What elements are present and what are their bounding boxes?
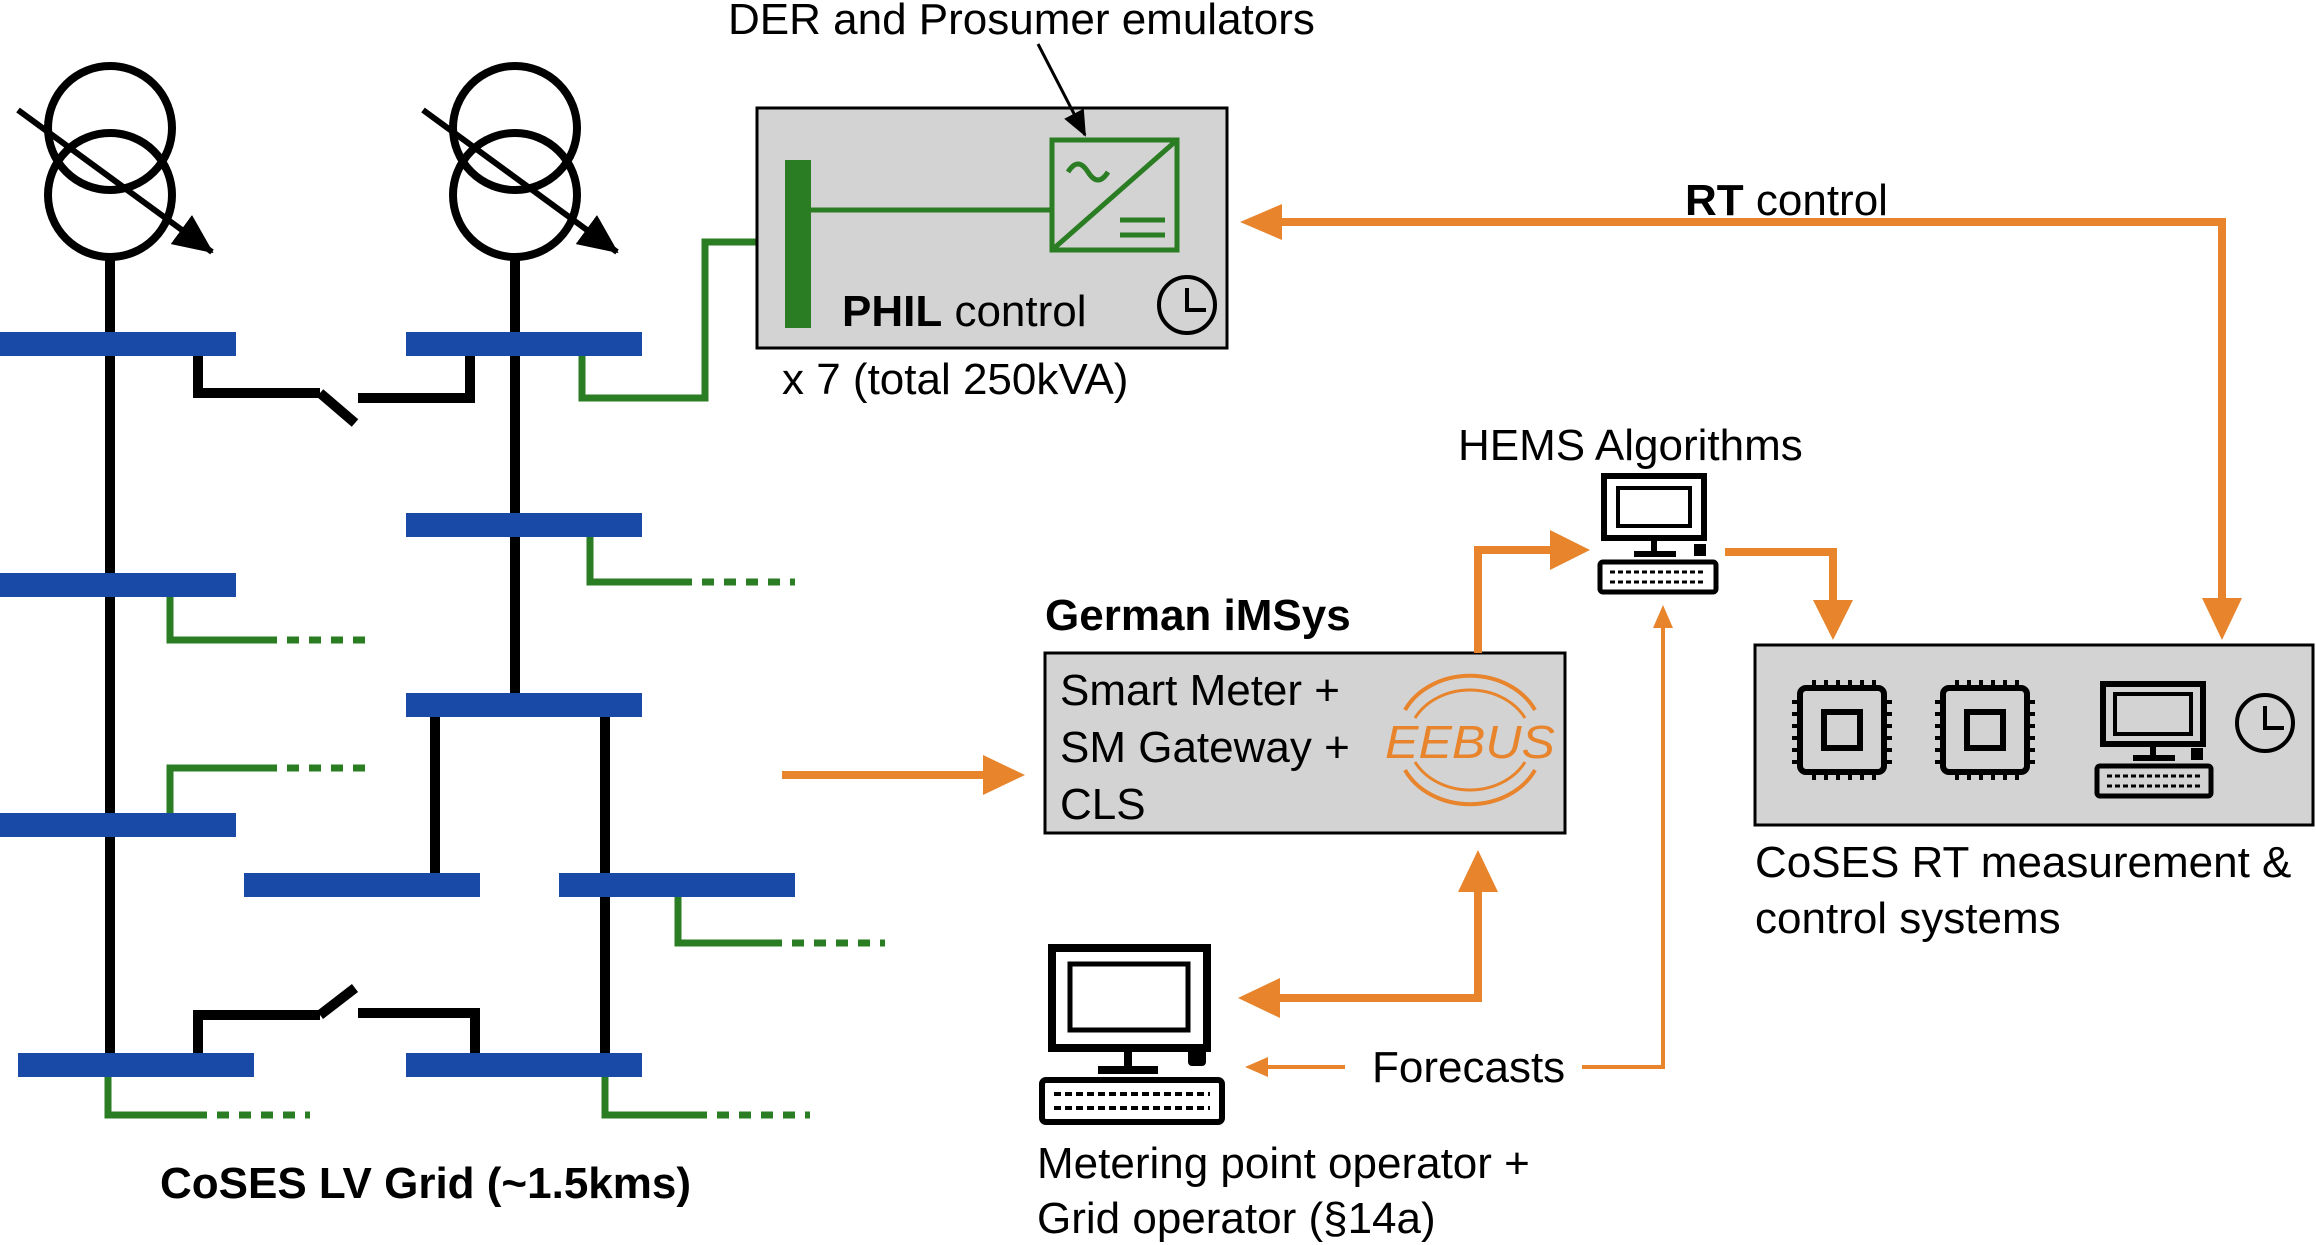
- coses-rt-line1: CoSES RT measurement &: [1755, 838, 2291, 887]
- switch-icon: [193, 984, 480, 1063]
- forecasts-label: Forecasts: [1372, 1043, 1565, 1092]
- rt-control-arrow: [1270, 218, 2226, 632]
- lv-grid: CoSES LV Grid (~1.5kms): [0, 62, 885, 1208]
- phil-bold: PHIL: [842, 287, 942, 336]
- eebus-text: EEBUS: [1385, 716, 1555, 768]
- mpo-line2: Grid operator (§14a): [1037, 1194, 1436, 1243]
- coses-rt-box: [1753, 643, 2315, 827]
- rt-control-label: RT control: [1685, 176, 1888, 225]
- transformer-icon: [16, 62, 214, 261]
- imsys-line2: SM Gateway +: [1060, 723, 1350, 772]
- coses-rt-line2: control systems: [1755, 894, 2061, 943]
- grid-title: CoSES LV Grid (~1.5kms): [160, 1159, 691, 1208]
- phil-control-label: PHIL control: [842, 287, 1087, 336]
- chip-icon: [1792, 680, 1892, 780]
- computer-icon: [1039, 944, 1225, 1125]
- inverter-icon: [1049, 137, 1180, 253]
- forecasts-to-hems-arrow: [1582, 625, 1665, 1069]
- imsys-line3: CLS: [1060, 780, 1146, 829]
- rt-bold: RT: [1685, 176, 1744, 225]
- mpo-imsys-arrow: [1275, 890, 1482, 1002]
- hems-label: HEMS Algorithms: [1458, 421, 1803, 470]
- chip-icon: [1935, 680, 2035, 780]
- hems-to-rt-arrow: [1725, 548, 1837, 608]
- der-pointer: [1036, 43, 1087, 137]
- mpo-line1: Metering point operator +: [1037, 1139, 1530, 1188]
- imsys-box: Smart Meter + SM Gateway + CLS EEBUS: [1043, 651, 1567, 835]
- busbars: [0, 332, 795, 1077]
- imsys-title: German iMSys: [1045, 591, 1351, 640]
- computer-icon: [2094, 681, 2214, 799]
- eebus-logo: EEBUS: [1385, 673, 1555, 807]
- transformer-icon: [421, 62, 619, 261]
- phil-rest: control: [942, 287, 1086, 336]
- der-title: DER and Prosumer emulators: [728, 0, 1315, 44]
- clock-icon: [1157, 275, 1217, 335]
- imsys-to-hems-arrow: [1474, 546, 1555, 653]
- phil-box: PHIL control: [755, 106, 1229, 350]
- imsys-line1: Smart Meter +: [1060, 666, 1340, 715]
- household-feeders: [104, 238, 885, 1119]
- clock-icon: [2235, 693, 2295, 753]
- switch-icon: [193, 348, 475, 427]
- computer-icon: [1597, 473, 1719, 595]
- phil-count: x 7 (total 250kVA): [782, 355, 1128, 404]
- rt-rest: control: [1744, 176, 1888, 225]
- phil-bus: [785, 160, 811, 328]
